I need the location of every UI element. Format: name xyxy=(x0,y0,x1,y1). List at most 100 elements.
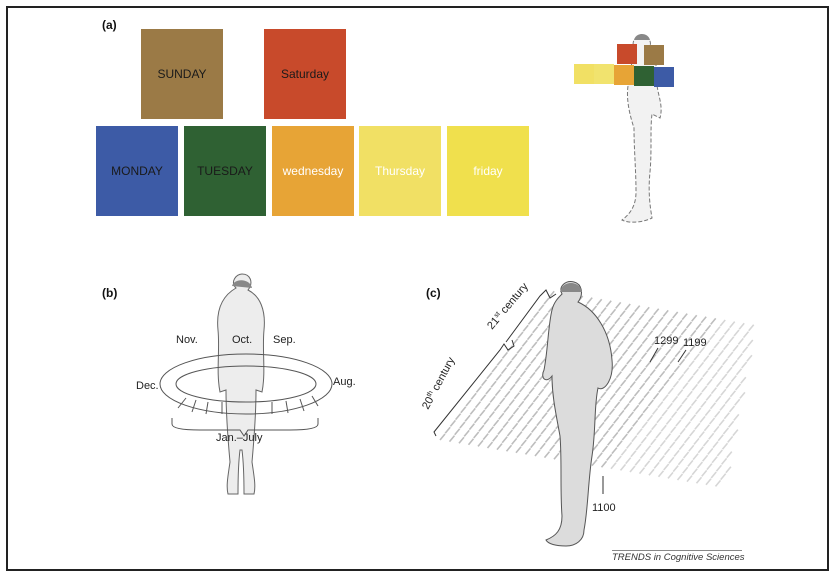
year-dash xyxy=(725,381,732,389)
year-dash xyxy=(536,334,543,342)
year-dash xyxy=(651,407,659,415)
year-dash xyxy=(619,310,626,318)
year-dash xyxy=(646,345,653,353)
year-dash xyxy=(506,360,513,368)
year-dash xyxy=(674,350,681,358)
year-dash xyxy=(634,458,641,466)
year-dash xyxy=(537,403,544,411)
year-dash xyxy=(678,443,685,451)
century-braces xyxy=(433,289,557,437)
year-dash xyxy=(616,355,623,363)
year-dash xyxy=(728,405,736,413)
year-dash xyxy=(707,447,714,455)
year-dash xyxy=(499,397,506,405)
year-dash xyxy=(514,377,521,385)
year-dash xyxy=(728,336,735,344)
year-dash xyxy=(523,393,530,401)
year-dash xyxy=(634,305,641,313)
year-dash xyxy=(653,308,660,316)
year-dash xyxy=(733,413,740,421)
year-dash xyxy=(644,445,652,453)
year-dash xyxy=(535,349,542,357)
year-dash xyxy=(635,359,642,367)
year-dash xyxy=(734,383,742,391)
year-dash xyxy=(458,436,465,444)
year-dash xyxy=(715,464,723,472)
month-dec: Dec. xyxy=(136,380,159,392)
year-dash xyxy=(708,417,716,425)
century-21-word: century xyxy=(498,280,531,316)
year-dash xyxy=(625,457,632,465)
year-dash xyxy=(639,451,647,459)
year-dash xyxy=(480,394,487,402)
year-dash xyxy=(645,429,653,437)
year-dash xyxy=(478,424,485,432)
year-dash xyxy=(713,341,720,349)
year-dash xyxy=(622,333,630,341)
year-dash xyxy=(687,459,694,467)
year-dash xyxy=(699,331,706,339)
year-dash xyxy=(554,437,561,445)
square-friday xyxy=(574,64,594,84)
year-dash xyxy=(501,436,508,444)
day-label-thursday: Thursday xyxy=(374,164,426,178)
year-dash xyxy=(720,457,728,465)
year-dash xyxy=(600,391,607,399)
year-dash xyxy=(510,368,517,376)
year-dash xyxy=(464,414,471,422)
year-dash xyxy=(715,395,722,403)
year-dash xyxy=(671,326,678,334)
year-dash xyxy=(594,413,601,421)
year-dash xyxy=(671,395,679,403)
year-dash xyxy=(662,394,669,402)
year-dash xyxy=(727,435,734,443)
year-dash xyxy=(625,441,633,449)
day-box-friday: friday xyxy=(447,126,529,216)
year-dash xyxy=(717,349,725,357)
year-dash xyxy=(624,303,631,311)
year-dash xyxy=(633,320,640,328)
year-dash xyxy=(494,389,502,397)
year-dash xyxy=(625,372,632,380)
year-dash xyxy=(532,311,540,319)
year-dash xyxy=(620,364,628,372)
year-dash xyxy=(718,334,725,342)
year-dash xyxy=(492,419,500,427)
year-dash xyxy=(680,328,687,336)
year-dash xyxy=(606,453,613,461)
year-dash xyxy=(649,453,656,461)
year-dash xyxy=(698,346,706,354)
year-dash xyxy=(652,323,659,331)
year-dash xyxy=(528,387,535,395)
year-dash xyxy=(652,392,660,400)
year-dash xyxy=(600,307,607,315)
year-dash xyxy=(672,380,680,388)
year-dash xyxy=(521,339,528,347)
year-dash xyxy=(707,363,714,371)
year-dash xyxy=(496,358,503,366)
year-dash xyxy=(688,444,695,452)
year-dash xyxy=(660,424,667,432)
year-dash xyxy=(636,343,643,351)
year-dash xyxy=(646,414,654,422)
year-dash xyxy=(509,383,516,391)
year-dash xyxy=(667,387,674,395)
square-saturday xyxy=(617,44,637,64)
year-dash xyxy=(653,377,661,385)
year-dash xyxy=(722,358,729,366)
year-dash xyxy=(527,317,535,325)
year-dash xyxy=(681,397,688,405)
year-dash xyxy=(518,385,526,393)
year-dash xyxy=(448,435,456,443)
year-dash xyxy=(609,393,616,401)
panel-b-label: (b) xyxy=(102,286,118,300)
month-sep: Sep. xyxy=(273,334,296,346)
year-dash xyxy=(533,380,540,388)
year-dash xyxy=(603,415,610,423)
year-dash xyxy=(657,401,664,409)
year-dash xyxy=(746,354,753,362)
year-dash xyxy=(631,350,638,358)
year-tick-lines xyxy=(602,347,687,494)
year-dash xyxy=(677,458,685,466)
year-dash xyxy=(633,389,641,397)
